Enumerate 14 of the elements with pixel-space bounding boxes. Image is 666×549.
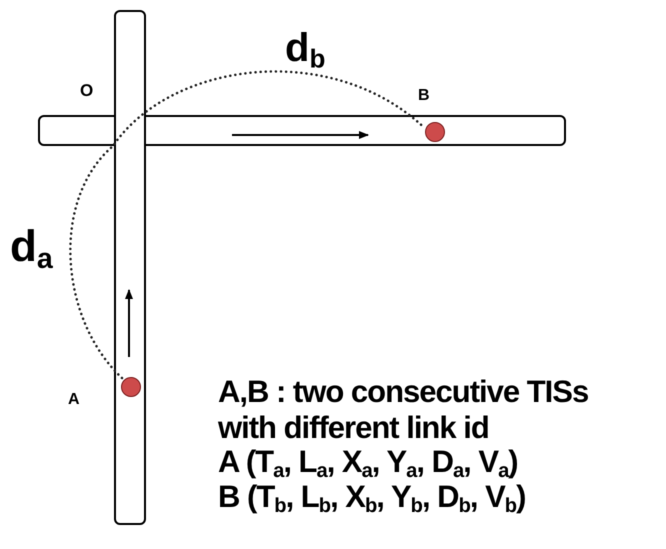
point-label: B — [418, 88, 430, 104]
note-text: with different link id — [218, 412, 489, 443]
note-text: A,B : two consecutive TISs — [218, 376, 588, 407]
road-bar — [38, 115, 566, 146]
point-label: A — [68, 392, 80, 408]
note-text: A (T$_{a}$, L$_{a}$, X$_{a}$, Y$_{a}$, D$_{a}$, V$_{a}$) — [218, 446, 518, 482]
point-marker — [121, 377, 141, 397]
road-bar — [114, 10, 146, 525]
distance-label: d$_{a}$ — [10, 225, 53, 274]
note-text: B (T$_{b}$, L$_{b}$, X$_{b}$, Y$_{b}$, D$_{b}$, V$_{b}$) — [218, 481, 526, 516]
distance-label: d$_{b}$ — [285, 28, 326, 72]
dotted-path — [69, 70, 425, 380]
origin-label: O — [80, 82, 94, 99]
point-marker — [425, 122, 445, 142]
